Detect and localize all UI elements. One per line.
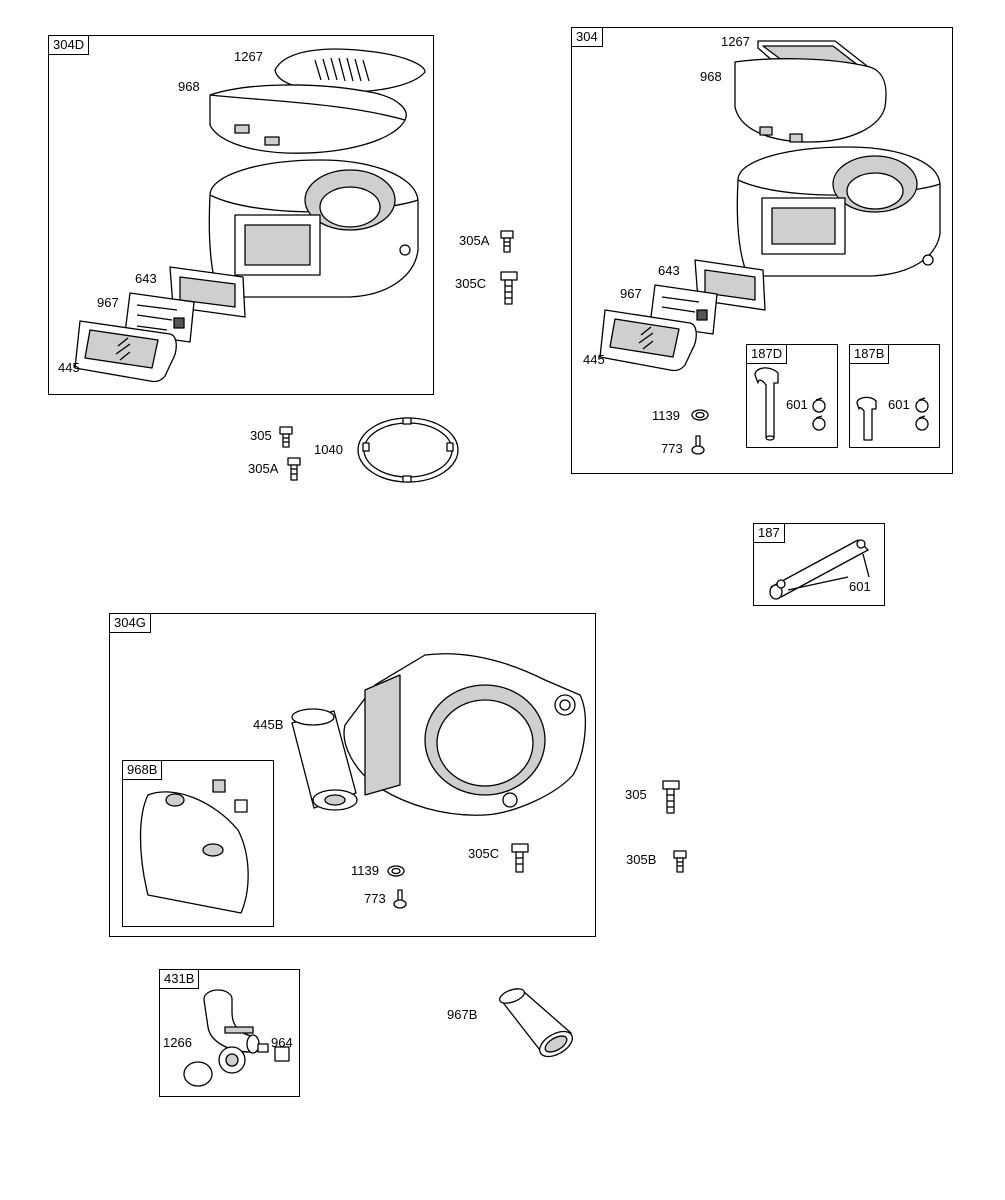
clamps-601-187d-part xyxy=(812,397,826,431)
washer-1139-part-304 xyxy=(691,409,709,421)
clamps-601-187b-part xyxy=(915,397,929,431)
screw-305a-part xyxy=(500,230,514,253)
label-305c-h: 305C xyxy=(468,846,500,861)
label-305-c: 305 xyxy=(250,428,272,443)
label-643-d: 643 xyxy=(658,263,680,278)
screw-305-i-part xyxy=(662,780,680,814)
group-304-tag: 304 xyxy=(571,27,603,47)
group-304d-tag: 304D xyxy=(48,35,90,55)
label-305-i: 305 xyxy=(625,787,647,802)
group-304g-tag: 304G xyxy=(109,613,151,633)
label-1266-j: 1266 xyxy=(163,1035,192,1050)
pin-773-part-304 xyxy=(691,435,705,455)
screw-305b-part xyxy=(673,850,687,873)
screw-305c-304g-part xyxy=(511,843,529,873)
cover-1267-part xyxy=(274,48,426,93)
label-967b-k: 967B xyxy=(447,1007,478,1022)
label-445-d: 445 xyxy=(583,352,605,367)
label-773-d: 773 xyxy=(661,441,683,456)
group-187b-tag: 187B xyxy=(849,344,890,364)
tube-187d-part xyxy=(754,367,779,441)
air-cleaner-cover-968-part-304 xyxy=(734,58,887,143)
label-968-d: 968 xyxy=(700,69,722,84)
tube-187-part xyxy=(769,539,870,600)
air-cleaner-cover-968-part xyxy=(209,84,407,154)
label-968-a: 968 xyxy=(178,79,200,94)
blower-housing-part xyxy=(208,159,419,298)
label-967-d: 967 xyxy=(620,286,642,301)
label-305a-c: 305A xyxy=(248,461,279,476)
group-968b-tag: 968B xyxy=(122,760,163,780)
label-1267-d: 1267 xyxy=(721,34,750,49)
sleeve-967b-part xyxy=(498,988,574,1058)
screen-445-part xyxy=(74,320,177,383)
label-601-f: 601 xyxy=(888,397,910,412)
group-187d-tag: 187D xyxy=(746,344,788,364)
screw-305-c-part xyxy=(279,426,293,448)
washer-1139-304g-part xyxy=(387,865,405,877)
group-187-tag: 187 xyxy=(753,523,785,543)
label-773-h: 773 xyxy=(364,891,386,906)
screen-445-part-304 xyxy=(599,309,697,372)
label-445b-h: 445B xyxy=(253,717,284,732)
label-1267-a: 1267 xyxy=(234,49,263,64)
label-305c-b: 305C xyxy=(455,276,487,291)
screw-305c-part xyxy=(500,271,518,305)
label-601-g: 601 xyxy=(849,579,871,594)
plug-964-part xyxy=(274,1046,290,1062)
label-305b-i: 305B xyxy=(626,852,657,867)
label-601-e: 601 xyxy=(786,397,808,412)
ring-1040-part xyxy=(357,417,459,483)
blower-housing-part-304 xyxy=(736,146,941,277)
cover-968b-part xyxy=(139,779,249,914)
group-431b-tag: 431B xyxy=(159,969,200,989)
label-445-a: 445 xyxy=(58,360,80,375)
label-964-j: 964 xyxy=(271,1035,293,1050)
elbow-431b-part xyxy=(183,989,269,1087)
label-1040-c: 1040 xyxy=(314,442,343,457)
filter-445b-part xyxy=(291,708,358,811)
label-643-a: 643 xyxy=(135,271,157,286)
label-305a-b: 305A xyxy=(459,233,490,248)
label-1139-d: 1139 xyxy=(652,408,680,423)
tube-187b-part xyxy=(856,396,877,441)
label-967-a: 967 xyxy=(97,295,119,310)
blower-housing-304g-part xyxy=(343,653,586,816)
label-1139-h: 1139 xyxy=(351,863,379,878)
group-187d-box: 187D xyxy=(746,344,838,448)
screw-305a-c-part xyxy=(287,457,301,481)
pin-773-304g-part xyxy=(393,889,407,909)
